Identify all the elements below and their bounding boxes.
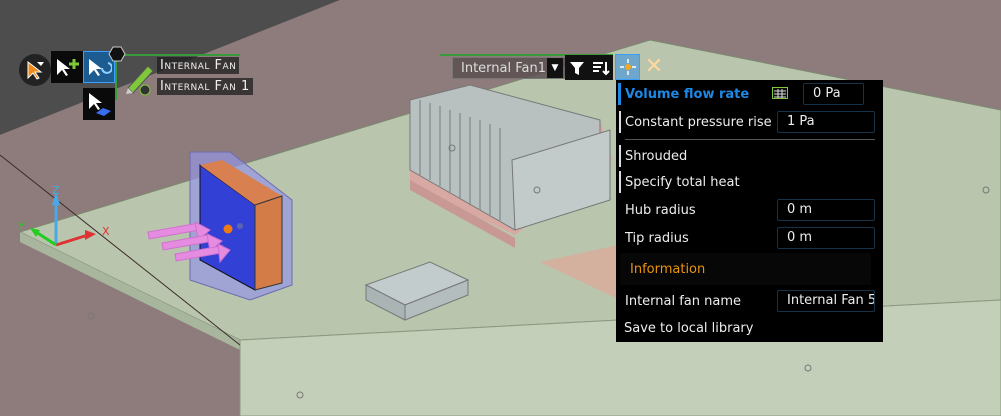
information-label: Information bbox=[630, 261, 706, 277]
hub-radius-input[interactable]: 0 m bbox=[777, 199, 875, 221]
filter-button[interactable] bbox=[565, 55, 589, 80]
tip-radius-input[interactable]: 0 m bbox=[777, 227, 875, 249]
chevron-down-icon[interactable]: ▼ bbox=[547, 58, 563, 78]
cursor-cycle-icon bbox=[89, 59, 112, 76]
sort-button[interactable] bbox=[589, 55, 613, 80]
internal-fan-name-input[interactable]: Internal Fan 5 bbox=[777, 290, 875, 312]
axis-y-label: Y bbox=[17, 220, 25, 233]
component bbox=[540, 240, 640, 300]
axis-triad bbox=[30, 192, 96, 247]
sort-icon bbox=[593, 61, 610, 75]
internal-fan bbox=[147, 151, 293, 301]
object-selector[interactable]: Internal Fan1 ▼ bbox=[452, 57, 574, 79]
chip bbox=[364, 261, 470, 321]
table-icon[interactable] bbox=[772, 87, 788, 99]
axis-x-label: X bbox=[102, 225, 110, 238]
hexagon-handle-icon[interactable] bbox=[108, 45, 126, 63]
heatsink bbox=[409, 84, 612, 248]
specify-total-heat-label: Specify total heat bbox=[625, 174, 740, 190]
tooltip-fan-type: Internal Fan bbox=[157, 57, 240, 74]
hub-radius-label: Hub radius bbox=[625, 202, 696, 218]
shrouded-toggle[interactable]: Shrouded bbox=[616, 143, 883, 169]
internal-fan-name-label: Internal fan name bbox=[625, 293, 742, 309]
save-to-local-library-button[interactable]: Save to local library bbox=[616, 315, 883, 341]
tooltip-fan-instance: Internal Fan 1 bbox=[157, 78, 253, 95]
information-section-header[interactable]: Information bbox=[620, 253, 871, 285]
cursor-plus-icon bbox=[57, 59, 79, 76]
volume-flow-rate-row[interactable]: Volume flow rate 0 Pa bbox=[616, 81, 883, 107]
fan-settings-button[interactable] bbox=[615, 54, 640, 80]
select-filter-button[interactable] bbox=[19, 54, 51, 86]
fan-properties-panel: Volume flow rate 0 Pa Constant pressure … bbox=[616, 80, 883, 342]
tip-radius-label: Tip radius bbox=[625, 230, 689, 246]
save-to-local-library-label: Save to local library bbox=[624, 320, 754, 336]
close-button[interactable]: ✕ bbox=[644, 54, 664, 79]
cursor-filter-icon bbox=[27, 60, 44, 80]
constant-pressure-rise-input[interactable]: 1 Pa bbox=[777, 111, 875, 133]
add-selection-button[interactable] bbox=[51, 51, 83, 83]
volume-flow-rate-input[interactable]: 0 Pa bbox=[803, 83, 864, 105]
toggle-selection-button[interactable] bbox=[83, 51, 115, 83]
volume-flow-rate-label: Volume flow rate bbox=[625, 86, 750, 102]
filter-icon bbox=[570, 61, 584, 75]
cursor-face-icon bbox=[89, 93, 111, 116]
hub-radius-row: Hub radius 0 m bbox=[616, 197, 883, 223]
constant-pressure-rise-label: Constant pressure rise bbox=[625, 114, 772, 130]
specify-total-heat-toggle[interactable]: Specify total heat bbox=[616, 169, 883, 195]
face-select-button[interactable] bbox=[83, 88, 115, 120]
tip-radius-row: Tip radius 0 m bbox=[616, 225, 883, 251]
fan-settings-icon bbox=[619, 59, 636, 75]
divider bbox=[625, 139, 875, 140]
axis-z-label: Z bbox=[52, 184, 60, 197]
object-selector-value: Internal Fan1 bbox=[461, 60, 546, 76]
edit-pencil-icon[interactable] bbox=[124, 60, 158, 104]
internal-fan-name-row: Internal fan name Internal Fan 5 bbox=[616, 288, 883, 314]
constant-pressure-rise-row[interactable]: Constant pressure rise 1 Pa bbox=[616, 109, 883, 135]
shrouded-label: Shrouded bbox=[625, 148, 688, 164]
